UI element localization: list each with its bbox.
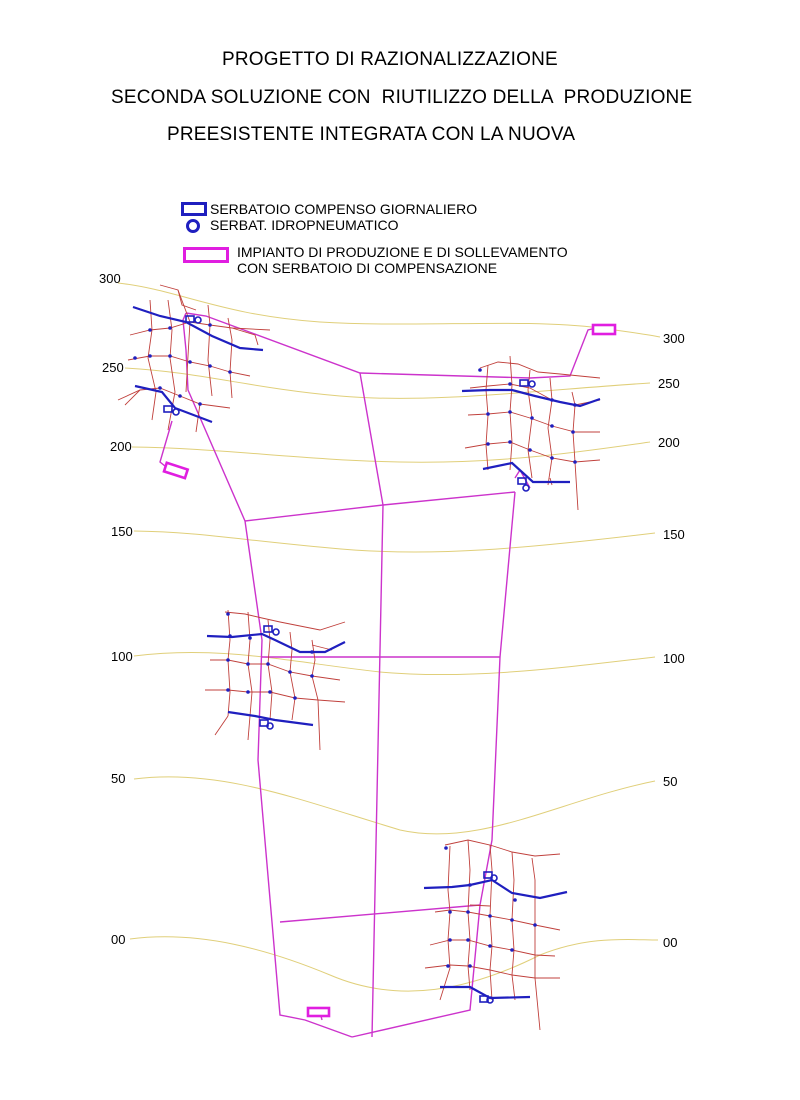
pressure-tank-icon	[272, 628, 280, 636]
pressure-tank-icon	[172, 408, 180, 416]
contour-lines	[117, 282, 661, 992]
contour-00	[129, 936, 659, 992]
main-conduit	[482, 461, 570, 484]
contour-50	[133, 776, 656, 835]
legend-label-daily-reservoir: SERBATOIO COMPENSO GIORNALIERO	[210, 201, 478, 217]
daily-reservoir-icon	[185, 315, 195, 323]
trunk-cross-low	[279, 904, 481, 923]
elevation-label: 50	[111, 771, 126, 786]
legend-label-plant-line-2: CON SERBATOIO DI COMPENSAZIONE	[237, 260, 498, 276]
contour-150	[133, 530, 656, 553]
elevation-label: 250	[658, 376, 680, 391]
network-cluster-w	[205, 609, 346, 751]
elevation-label: 200	[110, 439, 132, 454]
daily-reservoir-icon	[181, 202, 207, 216]
contour-100	[133, 651, 656, 676]
trunk-left-down	[244, 520, 353, 1038]
network-cluster-nw	[117, 284, 271, 433]
elevation-label: 100	[663, 651, 685, 666]
title-line-3: PREESISTENTE INTEGRATA CON LA NUOVA	[167, 124, 576, 145]
network-cluster-se	[423, 839, 568, 1031]
elevation-label: 100	[111, 649, 133, 664]
elevation-label: 250	[102, 360, 124, 375]
elevation-label: 300	[99, 271, 121, 286]
production-plant-icon	[591, 323, 617, 336]
contour-200	[131, 441, 651, 463]
elevation-label: 00	[111, 932, 126, 947]
title-line-2: SECONDA SOLUZIONE CON RIUTILIZZO DELLA P…	[111, 87, 693, 108]
pressure-tank-icon	[528, 380, 536, 388]
legend-label-pressure-tank: SERBAT. IDROPNEUMATICO	[210, 217, 399, 233]
trunk-cross-150	[244, 491, 516, 522]
trunk-top-left	[185, 312, 597, 379]
daily-reservoir-icon	[479, 995, 489, 1003]
pressure-tank-icon	[522, 484, 530, 492]
main-conduit	[206, 632, 346, 654]
pressure-tank-icon	[266, 722, 274, 730]
main-conduit	[423, 878, 568, 900]
main-conduit	[134, 384, 213, 424]
legend-label-plant-line-1: IMPIANTO DI PRODUZIONE E DI SOLLEVAMENTO	[237, 244, 568, 260]
elevation-label: 200	[658, 435, 680, 450]
daily-reservoir-icon	[519, 379, 529, 387]
daily-reservoir-icon	[263, 625, 273, 633]
production-plant-icon	[306, 1006, 331, 1018]
main-conduit	[227, 710, 314, 727]
elevation-label: 300	[663, 331, 685, 346]
main-conduit	[132, 305, 264, 352]
trunk-center	[359, 372, 384, 1038]
network-cluster-ne	[461, 355, 601, 511]
trunk-left-spine	[182, 312, 246, 522]
pressure-tank-icon	[486, 996, 494, 1004]
production-plant-icon	[162, 461, 190, 480]
daily-reservoir-icon	[517, 477, 527, 485]
main-conduit	[461, 388, 601, 408]
daily-reservoir-icon	[163, 405, 173, 413]
elevation-label: 50	[663, 774, 678, 789]
trunk-pipelines	[159, 312, 597, 1038]
pressure-tank-icon	[186, 219, 200, 233]
trunk-right-down	[351, 491, 516, 1038]
elevation-label: 150	[663, 527, 685, 542]
production-plant-icon	[183, 247, 229, 263]
pressure-tank-icon	[490, 874, 498, 882]
elevation-label: 150	[111, 524, 133, 539]
title-line-1: PROGETTO DI RAZIONALIZZAZIONE	[222, 49, 558, 70]
main-conduit	[440, 985, 531, 1000]
contour-250	[124, 367, 651, 399]
pressure-tank-icon	[194, 316, 202, 324]
elevation-label: 00	[663, 935, 678, 950]
